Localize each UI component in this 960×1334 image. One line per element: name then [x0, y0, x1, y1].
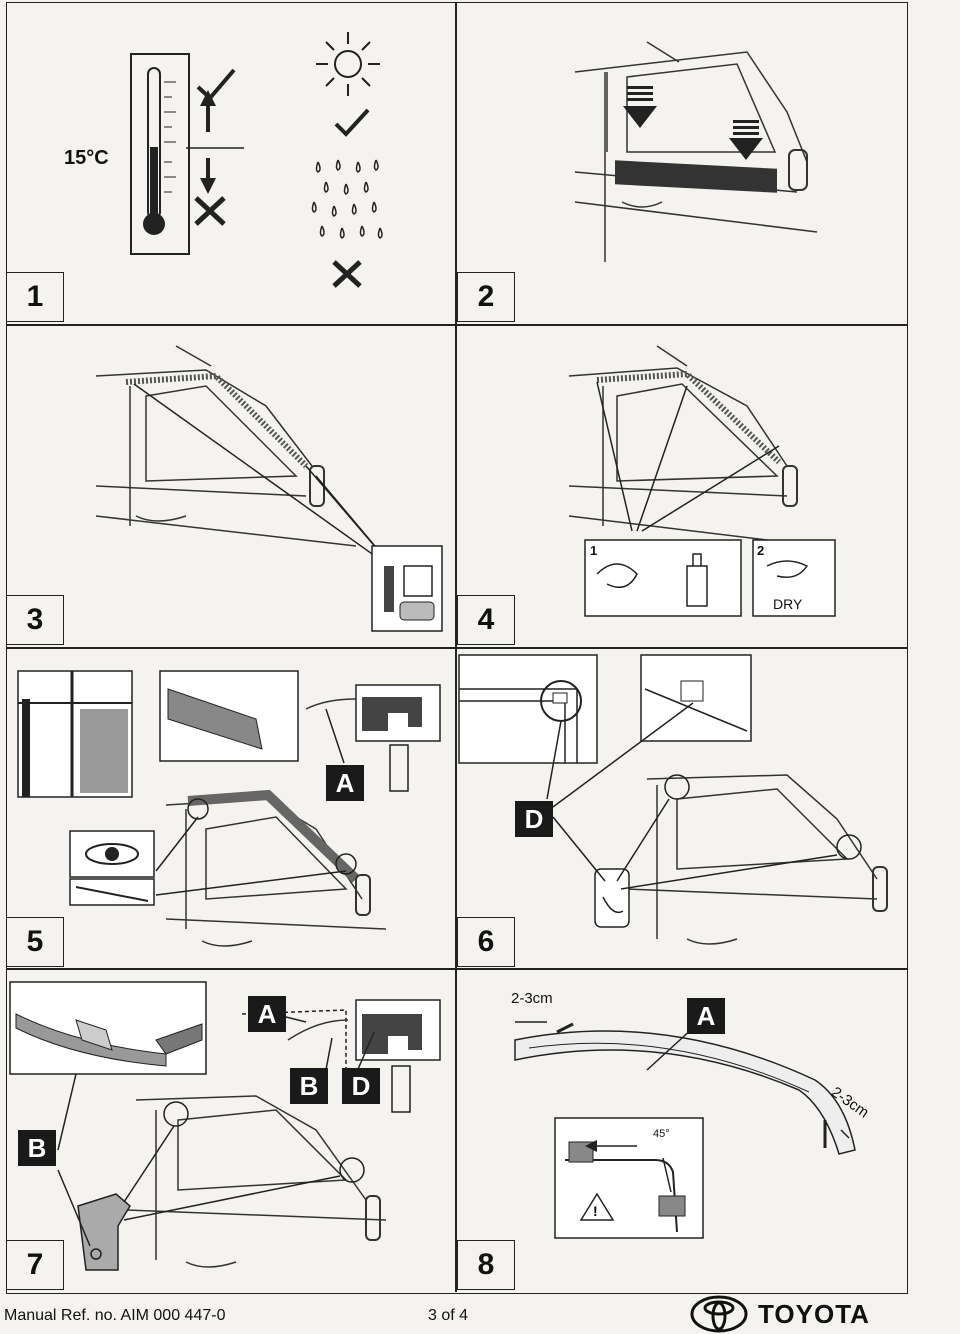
- thermometer-weather-illustration: [130, 32, 383, 288]
- step-number-2: 2: [457, 272, 515, 322]
- clip-position-illustration: [458, 654, 888, 945]
- clean-surface-illustration: [95, 345, 443, 632]
- label-a: A: [687, 998, 725, 1034]
- step-number-6: 6: [457, 917, 515, 967]
- toyota-logo: TOYOTA: [690, 1294, 870, 1334]
- panel-1: 15°C 1: [6, 2, 455, 324]
- sub-step-1-label: 1: [590, 543, 598, 558]
- toyota-emblem-icon: [690, 1295, 748, 1333]
- panel-3: 3: [6, 326, 455, 647]
- dry-label: DRY: [773, 596, 803, 612]
- panel-6: D 6: [457, 649, 906, 968]
- panel-5: A 5: [6, 649, 455, 968]
- label-b-detail: B: [290, 1068, 328, 1104]
- panel-2: 2: [457, 2, 906, 324]
- step-number-1: 1: [6, 272, 64, 322]
- angle-label: 45°: [653, 1128, 670, 1140]
- clean-and-dry-illustration: [568, 345, 836, 617]
- svg-text:!: !: [593, 1203, 598, 1219]
- insert-deflector-illustration: [9, 981, 441, 1271]
- grid-divider-row-2: [6, 647, 908, 649]
- brand-name: TOYOTA: [758, 1298, 870, 1329]
- panel-4: 1 2 DRY 4: [457, 326, 906, 647]
- label-b: B: [18, 1130, 56, 1166]
- label-d: D: [515, 801, 553, 837]
- panel-7: A B D B 7: [6, 970, 455, 1292]
- step-number-8: 8: [457, 1240, 515, 1290]
- temperature-label: 15°C: [64, 147, 109, 169]
- label-a: A: [326, 765, 364, 801]
- grid-divider-row-1: [6, 324, 908, 326]
- step-number-3: 3: [6, 595, 64, 645]
- label-a-detail: A: [248, 996, 286, 1032]
- panel-8: ! 2-3cm 2-3cm 45° A 8: [457, 970, 906, 1292]
- grid-divider-row-3: [6, 968, 908, 970]
- sub-step-2-label: 2: [757, 543, 765, 558]
- step-number-5: 5: [6, 917, 64, 967]
- step-number-7: 7: [6, 1240, 64, 1290]
- mark-position-illustration: [17, 670, 441, 947]
- lower-window-illustration: [574, 41, 818, 262]
- manual-reference: Manual Ref. no. AIM 000 447-0: [4, 1307, 226, 1324]
- label-d-detail: D: [342, 1068, 380, 1104]
- trim-deflector-illustration: !: [514, 1021, 856, 1239]
- gap-left-label: 2-3cm: [511, 990, 553, 1007]
- step-number-4: 4: [457, 595, 515, 645]
- page-number: 3 of 4: [428, 1307, 469, 1324]
